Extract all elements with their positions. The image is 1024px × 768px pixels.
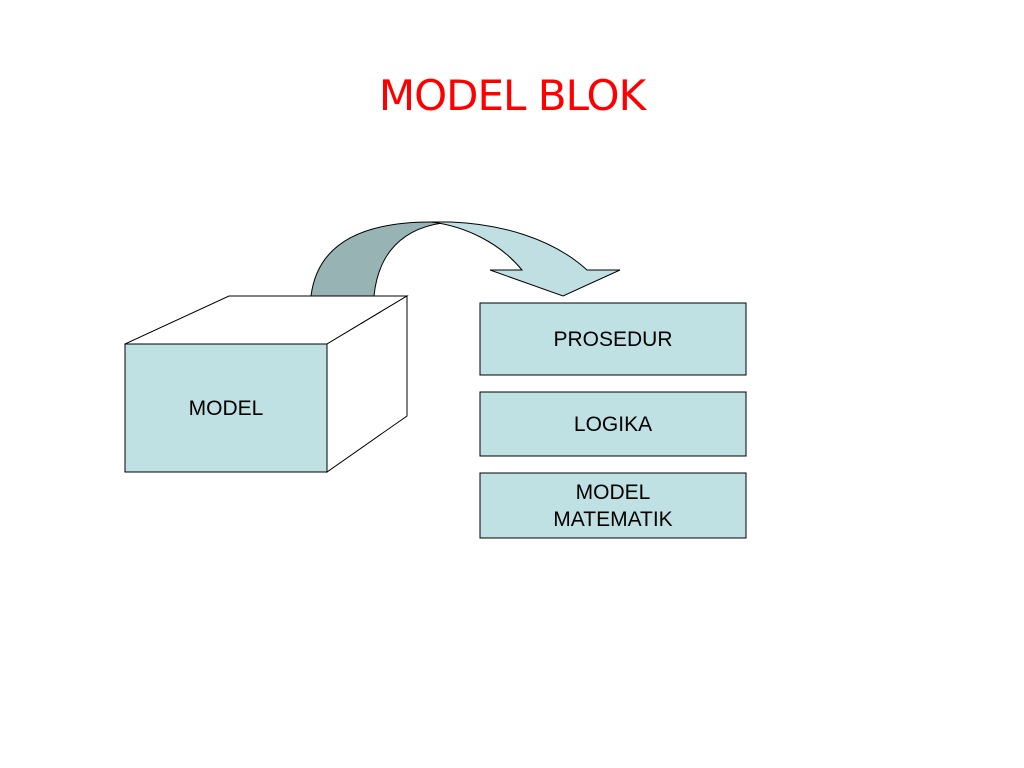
model-matematik-box-label: MODEL MATEMATIK: [553, 480, 673, 531]
cube-front-face: [124, 343, 328, 473]
logika-box: [479, 391, 747, 457]
model-matematik-box: [479, 472, 747, 539]
curved-arrow-front: [430, 221, 621, 297]
prosedur-box-label: PROSEDUR: [553, 327, 673, 351]
model-box-label: MODEL: [188, 396, 264, 420]
curved-arrow-back: [310, 221, 452, 297]
slide-title: MODEL BLOK: [378, 71, 646, 120]
prosedur-box: [479, 302, 747, 376]
logika-box-label: LOGIKA: [573, 412, 653, 436]
